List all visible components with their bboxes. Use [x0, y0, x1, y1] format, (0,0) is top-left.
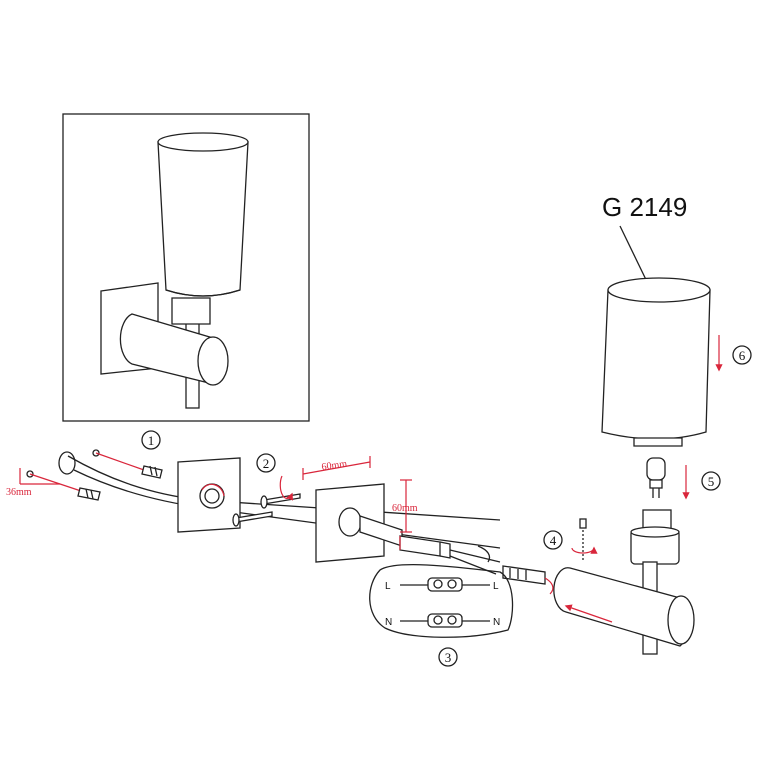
wire-label-neutral-left: N	[385, 617, 392, 628]
wire-label-neutral-right: N	[493, 617, 500, 628]
dim-hole-spacing: 36mm	[6, 487, 32, 498]
svg-text:6: 6	[739, 348, 746, 363]
dim-vertical: 60mm	[392, 503, 418, 514]
lampshade	[601, 277, 711, 447]
lamp-socket	[630, 509, 680, 565]
wire-label-live-left: L	[385, 581, 391, 592]
step-1-badge: 1	[141, 430, 161, 450]
dim-horizontal: 60mm	[321, 458, 348, 472]
step-4-badge: 4	[543, 530, 563, 550]
step-2-rotate-arrow	[279, 475, 293, 501]
model-label: G 2149	[602, 192, 687, 222]
svg-text:4: 4	[550, 533, 557, 548]
g9-bulb	[646, 457, 666, 498]
grub-screw	[571, 518, 598, 560]
wall-anchors	[26, 449, 163, 501]
arm-assembly	[502, 561, 695, 655]
svg-text:5: 5	[708, 474, 715, 489]
step-5-badge: 5	[701, 471, 721, 491]
step-3-badge: 3	[438, 647, 458, 667]
step-2-badge: 2	[256, 453, 276, 473]
assembled-lamp-preview	[62, 113, 310, 422]
insert-arrow	[564, 604, 613, 623]
fixing-screws	[232, 493, 301, 527]
wiring-detail	[369, 564, 514, 638]
svg-text:3: 3	[445, 650, 452, 665]
wire-label-live-right: L	[493, 581, 499, 592]
svg-text:2: 2	[263, 456, 270, 471]
mounting-bracket	[177, 457, 241, 533]
step-6-badge: 6	[732, 345, 752, 365]
terminal-block	[399, 535, 501, 575]
wall-plate	[315, 483, 403, 563]
svg-text:1: 1	[148, 433, 155, 448]
